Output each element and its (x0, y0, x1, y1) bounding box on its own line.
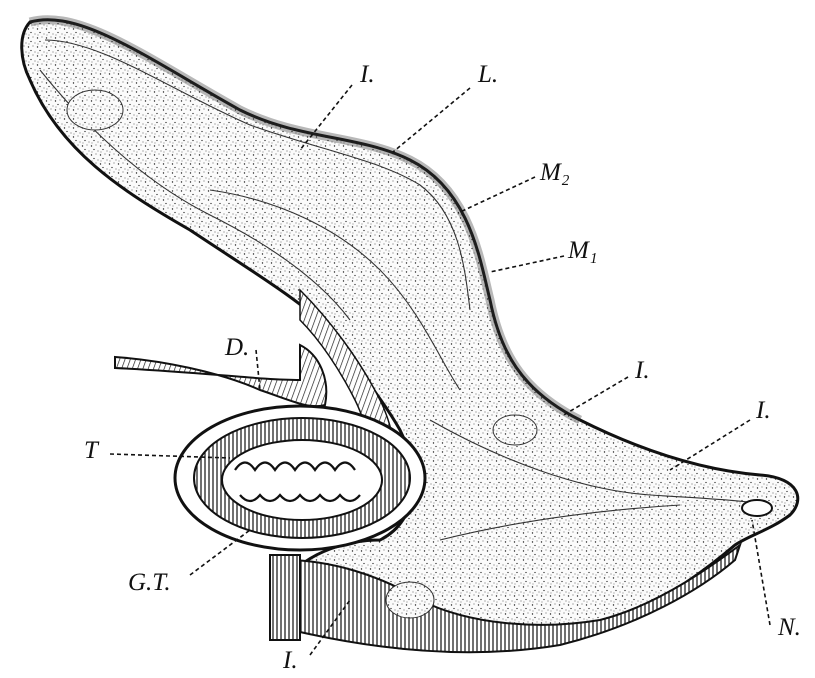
leader-i-mid (562, 377, 628, 416)
label-l-top: L. (477, 61, 498, 88)
leader-l-top (393, 88, 470, 152)
lobule (493, 415, 537, 445)
nerve-tip (742, 500, 772, 516)
label-i-mid: I. (634, 357, 650, 384)
leader-i-right (670, 420, 750, 470)
lobule (67, 90, 123, 130)
leader-m1 (490, 256, 564, 272)
dorsal-flap (115, 345, 326, 406)
lower-left-stub (270, 555, 300, 640)
label-i-bottom: I. (282, 647, 298, 674)
label-t: T (84, 437, 100, 464)
tissue-body (22, 20, 798, 651)
label-d: D. (224, 334, 249, 361)
leader-m2 (458, 177, 535, 213)
label-m1: M₁ (567, 237, 598, 264)
label-n: N. (777, 614, 801, 641)
label-i-right: I. (755, 397, 771, 424)
label-m2: M₂ (539, 159, 570, 186)
label-gt: G.T. (128, 569, 171, 596)
label-i-top: I. (359, 61, 375, 88)
lobule (386, 582, 434, 618)
gland-tube-lumen (222, 440, 382, 520)
leader-gt (190, 530, 250, 575)
